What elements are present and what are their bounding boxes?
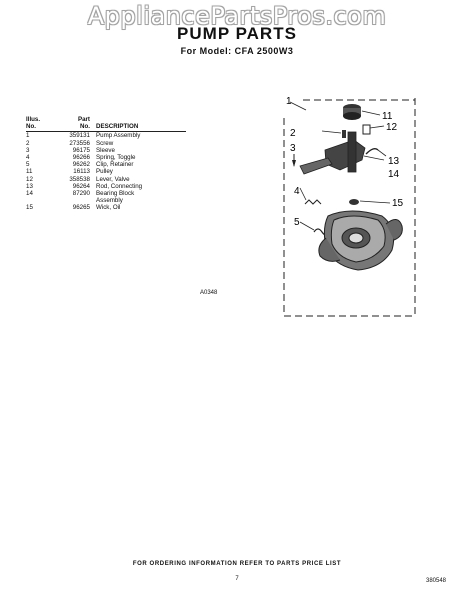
header-part-line2: No. (54, 123, 96, 133)
illus-no-cell: 14 (26, 190, 33, 198)
table-row: 3 96175 Sleeve (26, 147, 186, 154)
description-cell: Bearing Block (96, 190, 135, 198)
part-no-cell: 96265 (72, 204, 90, 212)
table-row: 1 359131 Pump Assembly (26, 132, 186, 140)
table-header-row-top: Illus. Part (26, 116, 186, 123)
header-description: DESCRIPTION (96, 123, 186, 133)
table-row: 14 87290 Bearing Block (26, 190, 186, 197)
part-no-cell: 16113 (73, 168, 90, 176)
illus-no-cell: 12 (26, 175, 33, 183)
table-header-row-bottom: No. No. DESCRIPTION (26, 123, 186, 133)
callout-3: 3 (290, 143, 296, 154)
illus-no-cell: 3 (26, 146, 30, 154)
table-row: Assembly (26, 197, 186, 204)
oil-wick-part (349, 199, 391, 205)
description-cell: Clip, Retainer (96, 161, 134, 169)
part-no-cell: 359131 (69, 132, 90, 140)
model-subtitle: For Model: CFA 2500W3 (180, 46, 294, 56)
part-no-cell: 87290 (72, 190, 90, 198)
part-no-cell: 273556 (69, 139, 90, 147)
description-cell: Spring, Toggle (96, 154, 136, 162)
table-row: 12 358538 Lever, Valve (26, 176, 186, 183)
ordering-note: FOR ORDERING INFORMATION REFER TO PARTS … (132, 561, 342, 567)
callout-15: 15 (392, 198, 404, 209)
callout-4: 4 (294, 186, 300, 197)
description-cell: Sleeve (96, 146, 115, 154)
part-no-cell: 96264 (72, 182, 90, 190)
callout-5: 5 (294, 217, 300, 228)
description-cell: Pump Assembly (96, 132, 141, 140)
table-row: 11 16113 Pulley (26, 168, 186, 175)
bearing-block-assembly (299, 131, 385, 175)
description-cell: Lever, Valve (96, 175, 130, 183)
part-no-cell: 96262 (72, 161, 90, 169)
spring-toggle-part (299, 187, 322, 205)
connecting-rod-part (365, 147, 387, 157)
part-no-cell: 96266 (72, 154, 90, 162)
leader-1 (289, 101, 307, 111)
part-no-cell (54, 197, 96, 204)
illus-no-cell: 13 (26, 182, 33, 190)
callout-11: 11 (382, 111, 393, 122)
sleeve-part (292, 154, 296, 167)
table-row: 4 96266 Spring, Toggle (26, 154, 186, 161)
header-illus-line1: Illus. (26, 116, 41, 123)
illus-no-cell: 11 (26, 168, 33, 176)
illus-no-cell: 5 (26, 161, 30, 169)
part-no-cell: 358538 (69, 175, 90, 183)
table-row: 2 273556 Screw (26, 140, 186, 147)
pump-exploded-diagram: 1 2 3 4 5 11 12 13 14 15 (283, 96, 416, 317)
figure-id: A0348 (200, 290, 218, 296)
callout-12: 12 (386, 122, 398, 133)
callout-14: 14 (388, 169, 400, 180)
table-row: 13 96264 Rod, Connecting (26, 183, 186, 190)
callout-2: 2 (290, 128, 296, 139)
pulley-part (343, 104, 381, 120)
diagram-frame (283, 98, 416, 317)
description-cell: Wick, Oil (96, 204, 121, 212)
part-no-cell: 96175 (72, 146, 90, 154)
illus-no-cell: 4 (26, 154, 30, 162)
pump-housing (318, 210, 403, 271)
lever-valve-part (362, 124, 385, 135)
illus-no-cell: 1 (26, 132, 30, 140)
illus-no-cell: 2 (26, 139, 30, 147)
header-illus-line2: No. (26, 123, 54, 133)
page-title: PUMP PARTS (177, 24, 297, 43)
screw-part (321, 130, 346, 138)
header-part-line1: Part (77, 116, 90, 123)
description-cell: Assembly (96, 197, 123, 205)
table-row: 15 96265 Wick, Oil (26, 204, 186, 211)
description-cell: Pulley (96, 168, 113, 176)
illus-no-cell: 15 (26, 204, 33, 212)
illus-no-cell (26, 197, 54, 204)
page-number: 7 (235, 576, 239, 582)
document-number: 380548 (426, 578, 447, 584)
callout-1: 1 (286, 96, 292, 107)
callout-13: 13 (388, 156, 400, 167)
description-cell: Rod, Connecting (96, 182, 143, 190)
watermark: AppliancePartsPros.com (87, 2, 387, 30)
parts-table-body: 1 359131 Pump Assembly 2 273556 Screw 3 96175 Sl… (26, 132, 186, 212)
table-row: 5 96262 Clip, Retainer (26, 161, 186, 168)
description-cell: Screw (96, 139, 114, 147)
